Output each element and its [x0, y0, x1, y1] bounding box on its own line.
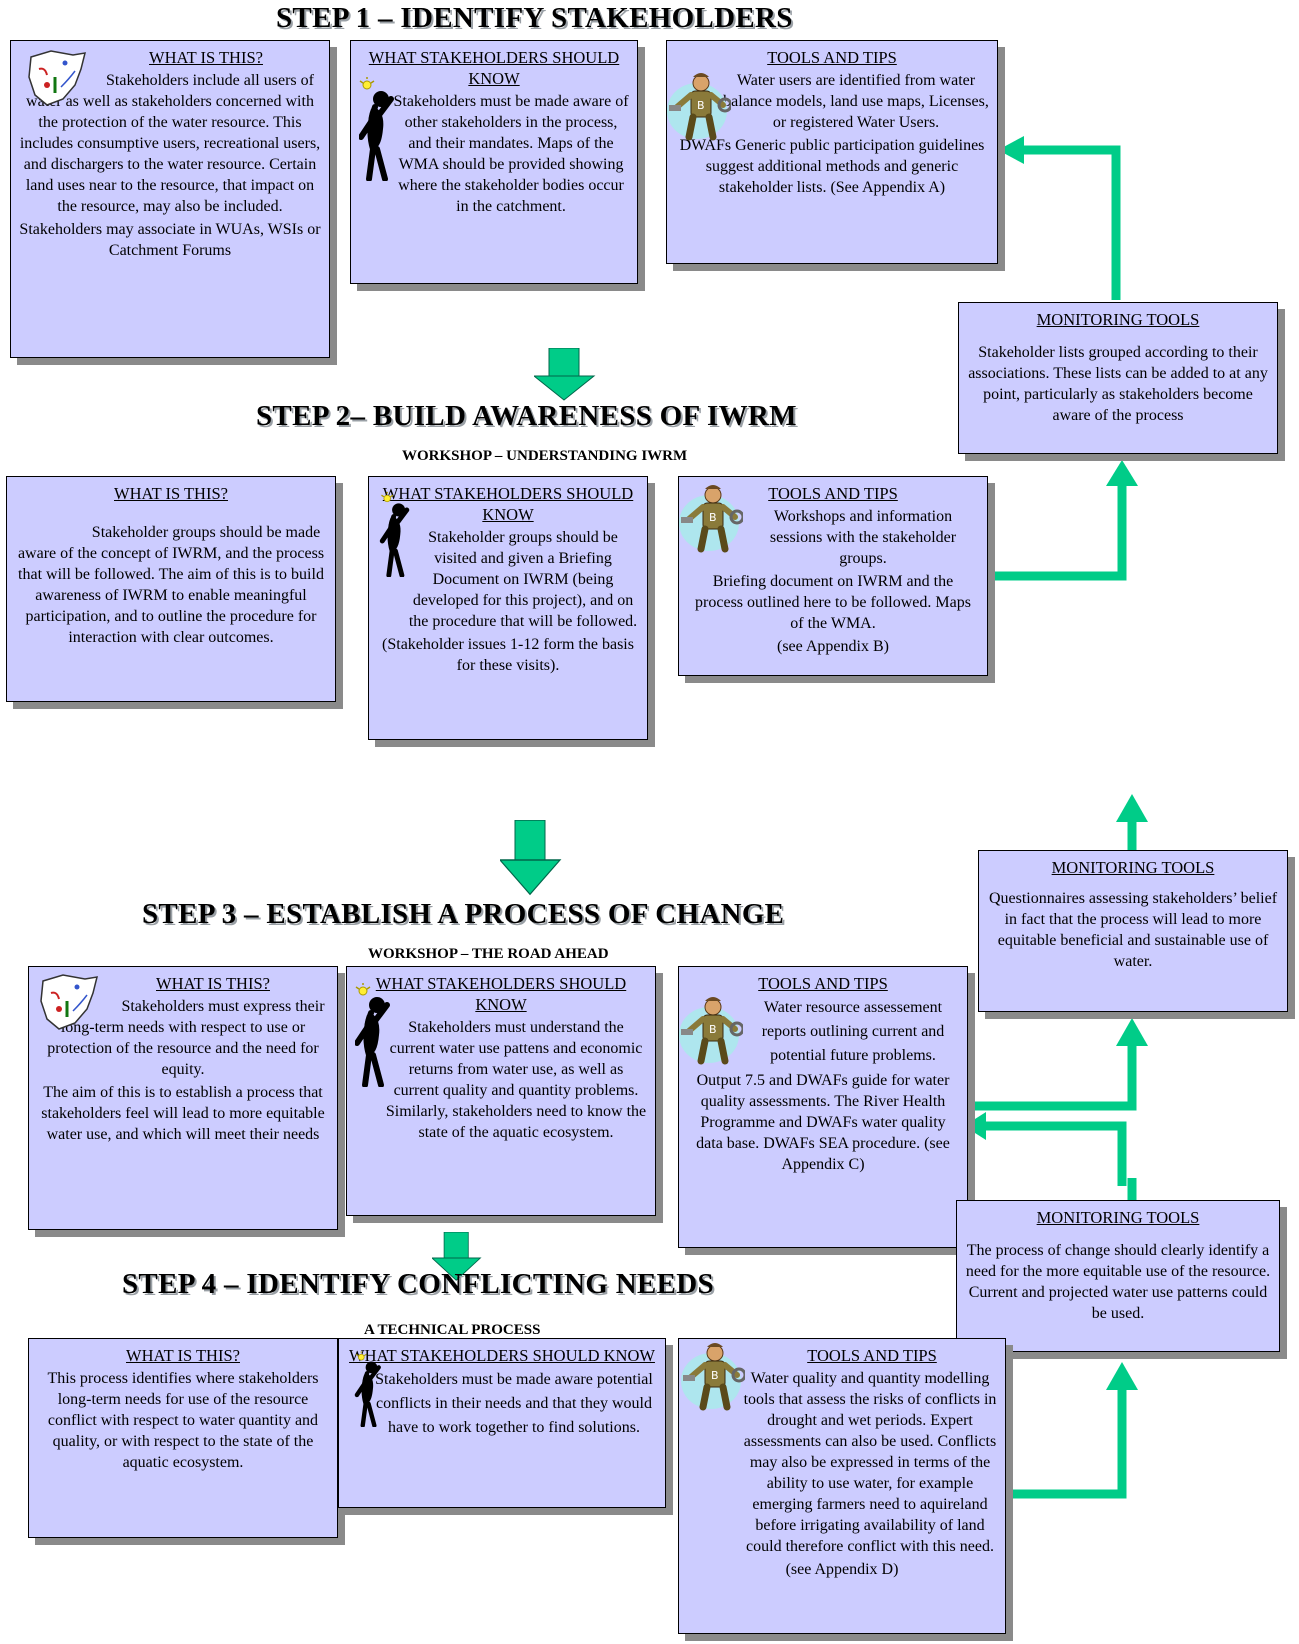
step4-what-head: WHAT IS THIS?	[126, 1346, 240, 1365]
step1-know-head: WHAT STAKEHOLDERS SHOULD KNOW	[368, 48, 620, 88]
arrow-up-icon	[998, 136, 1121, 300]
thinking-person-icon	[355, 977, 395, 1087]
step2-what-head: WHAT IS THIS?	[114, 484, 228, 503]
step2-subtitle: WORKSHOP – UNDERSTANDING IWRM	[402, 448, 688, 464]
step1-title: STEP 1 – IDENTIFY STAKEHOLDERS	[276, 2, 793, 34]
step2-title: STEP 2– BUILD AWARENESS OF IWRM	[256, 400, 797, 432]
step3-what-head: WHAT IS THIS?	[156, 974, 270, 993]
step3-tools-box: TOOLS AND TIPS Water resource assessemen…	[678, 966, 968, 1248]
monitor2-head: MONITORING TOOLS	[1051, 858, 1215, 877]
step2-tools-text3: (see Appendix B)	[777, 638, 889, 655]
step3-what-text2: The aim of this is to establish a proces…	[41, 1084, 325, 1143]
arrow-left-icon	[964, 1112, 1127, 1186]
arrow-up-icon	[1116, 794, 1148, 850]
step2-tools-box: TOOLS AND TIPS Workshops and information…	[678, 476, 988, 676]
monitor1-head: MONITORING TOOLS	[1036, 310, 1200, 329]
step4-tools-box: TOOLS AND TIPS Water quality and quantit…	[678, 1338, 1006, 1634]
step2-know-text: Stakeholder groups should be visited and…	[408, 529, 638, 630]
worker-icon	[681, 1341, 745, 1419]
step1-know-text: Stakeholders must be made aware of other…	[393, 93, 629, 215]
step3-tools-text: Water resource assessement reports outli…	[761, 999, 945, 1064]
step1-tools-text: Water users are identified from water ba…	[723, 72, 989, 131]
monitor2-box: MONITORING TOOLS Questionnaires assessin…	[978, 850, 1288, 1012]
step3-know-head: WHAT STAKEHOLDERS SHOULD KNOW	[375, 974, 627, 1014]
monitor1-text: Stakeholder lists grouped according to t…	[968, 344, 1268, 424]
step1-what-box: WHAT IS THIS? Stakeholders include all u…	[10, 40, 330, 358]
monitor3-box: MONITORING TOOLS The process of change s…	[956, 1200, 1280, 1352]
monitor2-text: Questionnaires assessing stakeholders’ b…	[988, 890, 1278, 970]
arrow-up-icon	[1008, 1362, 1138, 1499]
worker-icon	[667, 71, 731, 141]
worker-icon	[679, 483, 743, 553]
step3-know-box: WHAT STAKEHOLDERS SHOULD KNOW Stakeholde…	[346, 966, 656, 1216]
monitor3-text: The process of change should clearly ide…	[965, 1242, 1271, 1322]
step3-subtitle: WORKSHOP – THE ROAD AHEAD	[368, 946, 609, 962]
step1-what-text: Stakeholders include all users of water …	[19, 72, 321, 215]
step4-what-text: This process identifies where stakeholde…	[47, 1370, 319, 1471]
step4-know-text: Stakeholders must be made aware potentia…	[375, 1371, 653, 1436]
step1-tools-box: TOOLS AND TIPS Water users are identifie…	[666, 40, 998, 264]
step4-know-head: WHAT STAKEHOLDERS SHOULD KNOW	[349, 1346, 655, 1365]
step2-know-box: WHAT STAKEHOLDERS SHOULD KNOW Stakeholde…	[368, 476, 648, 740]
step3-title: STEP 3 – ESTABLISH A PROCESS OF CHANGE	[142, 898, 785, 930]
step2-tools-text: Workshops and information sessions with …	[769, 508, 957, 567]
monitor1-box: MONITORING TOOLS Stakeholder lists group…	[958, 302, 1278, 454]
step4-tools-head: TOOLS AND TIPS	[807, 1346, 937, 1365]
step3-tools-text2: Output 7.5 and DWAFs guide for water qua…	[696, 1072, 950, 1173]
worker-icon	[679, 995, 743, 1073]
thinking-person-icon	[377, 487, 417, 577]
arrow-up-icon	[966, 1018, 1148, 1111]
step3-know-text: Stakeholders must understand the current…	[385, 1019, 647, 1141]
step1-know-box: WHAT STAKEHOLDERS SHOULD KNOW Stakeholde…	[350, 40, 638, 284]
arrow-down-icon	[500, 820, 561, 895]
thinking-person-icon	[353, 1347, 387, 1427]
thinking-person-icon	[359, 71, 399, 181]
arrow-up-icon	[988, 460, 1138, 581]
step4-know-box: WHAT STAKEHOLDERS SHOULD KNOW Stakeholde…	[338, 1338, 666, 1508]
step4-title: STEP 4 – IDENTIFY CONFLICTING NEEDS	[122, 1268, 714, 1300]
step1-what-head: WHAT IS THIS?	[149, 48, 263, 67]
step4-subtitle: A TECHNICAL PROCESS	[364, 1322, 541, 1338]
step4-what-box: WHAT IS THIS? This process identifies wh…	[28, 1338, 338, 1538]
step1-tools-head: TOOLS AND TIPS	[767, 48, 897, 67]
monitor3-head: MONITORING TOOLS	[1036, 1208, 1200, 1227]
step2-tools-head: TOOLS AND TIPS	[768, 484, 898, 503]
step1-tools-text2: DWAFs Generic public participation guide…	[679, 137, 985, 196]
step4-tools-text2: (see Appendix D)	[785, 1561, 899, 1578]
step4-tools-text: Water quality and quantity modelling too…	[743, 1370, 997, 1555]
map-icon	[39, 973, 99, 1031]
step2-what-box: WHAT IS THIS? Stakeholder groups should …	[6, 476, 336, 702]
step3-tools-head: TOOLS AND TIPS	[758, 974, 888, 993]
step3-what-box: WHAT IS THIS? Stakeholders must express …	[28, 966, 338, 1230]
step3-what-text: Stakeholders must express their long-ter…	[47, 998, 325, 1078]
map-icon	[27, 49, 87, 107]
step1-what-text2: Stakeholders may associate in WUAs, WSIs…	[19, 221, 321, 259]
arrow-down-icon	[534, 348, 595, 401]
step2-tools-text2: Briefing document on IWRM and the proces…	[695, 573, 971, 632]
step2-what-text: Stakeholder groups should be made aware …	[17, 524, 325, 646]
step2-know-head: WHAT STAKEHOLDERS SHOULD KNOW	[382, 484, 634, 524]
step2-know-text2: (Stakeholder issues 1-12 form the basis …	[382, 636, 634, 674]
